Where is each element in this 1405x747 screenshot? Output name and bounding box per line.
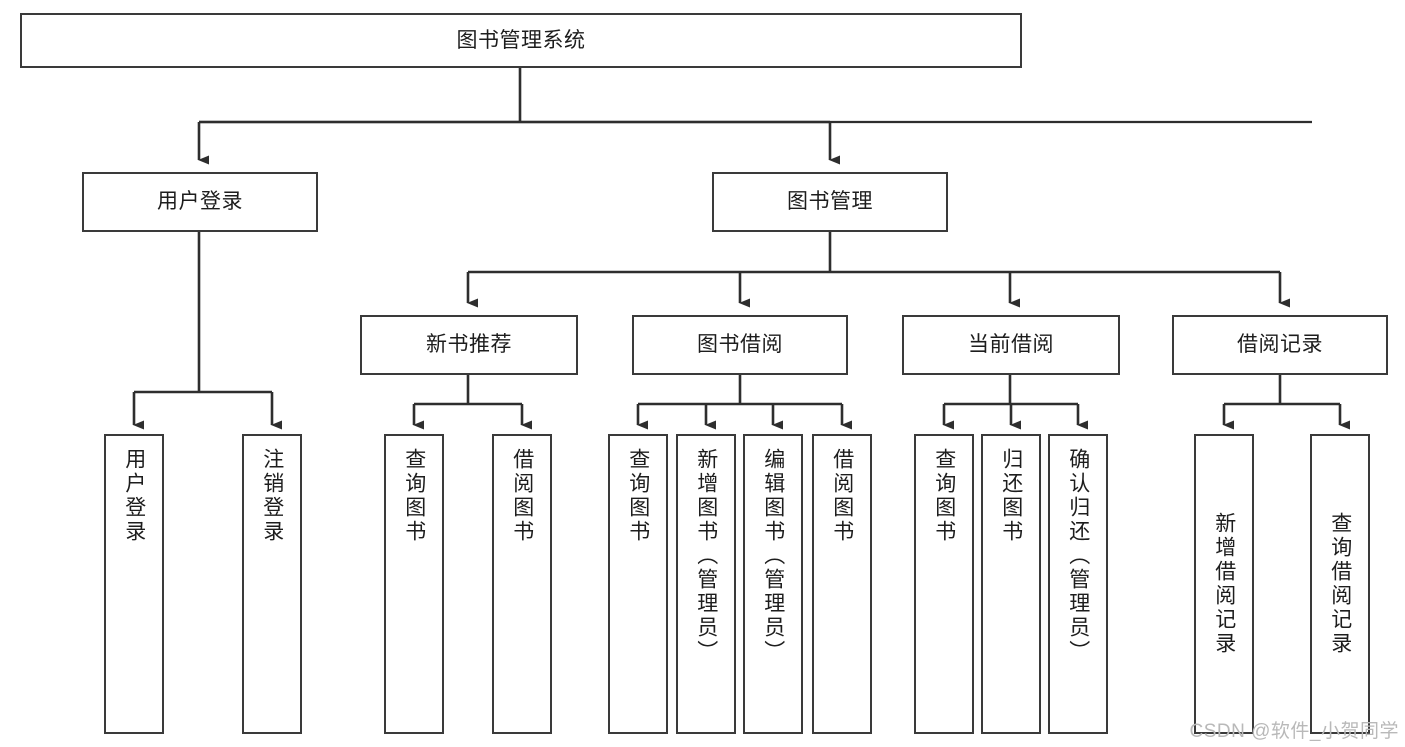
node-borrow-record[interactable]: 借阅记录 <box>1172 315 1388 375</box>
node-user-login[interactable]: 用户登录 <box>82 172 318 232</box>
leaf-borrow-query-book[interactable]: 查询图书 <box>608 434 668 734</box>
leaf-borrow-edit-book[interactable]: 编辑图书（管理员） <box>743 434 803 734</box>
leaf-user-login-do[interactable]: 用户登录 <box>104 434 164 734</box>
node-label: 注销登录 <box>260 448 284 544</box>
node-label: 借阅记录 <box>1237 333 1323 357</box>
node-label: 用户登录 <box>157 190 243 214</box>
node-label: 查询图书 <box>626 448 650 544</box>
leaf-borrow-borrow-book[interactable]: 借阅图书 <box>812 434 872 734</box>
leaf-recommend-borrow-book[interactable]: 借阅图书 <box>492 434 552 734</box>
node-label: 图书借阅 <box>697 333 783 357</box>
node-book-management[interactable]: 图书管理 <box>712 172 948 232</box>
node-label: 借阅图书 <box>830 448 854 544</box>
watermark-text: CSDN @软件_小贺同学 <box>1189 721 1399 742</box>
leaf-record-add[interactable]: 新增借阅记录 <box>1194 434 1254 734</box>
leaf-user-logout[interactable]: 注销登录 <box>242 434 302 734</box>
node-label: 当前借阅 <box>968 333 1054 357</box>
node-label: 确认归还（管理员） <box>1066 448 1090 664</box>
node-label: 查询借阅记录 <box>1328 512 1352 656</box>
node-label: 归还图书 <box>999 448 1023 544</box>
leaf-record-query[interactable]: 查询借阅记录 <box>1310 434 1370 734</box>
node-label: 图书管理 <box>787 190 873 214</box>
node-current-borrow[interactable]: 当前借阅 <box>902 315 1120 375</box>
node-label: 新书推荐 <box>426 333 512 357</box>
node-label: 新增图书（管理员） <box>694 448 718 664</box>
leaf-borrow-add-book[interactable]: 新增图书（管理员） <box>676 434 736 734</box>
node-label: 新增借阅记录 <box>1212 512 1236 656</box>
node-label: 用户登录 <box>122 448 146 544</box>
node-label: 编辑图书（管理员） <box>761 448 785 664</box>
leaf-current-return-book[interactable]: 归还图书 <box>981 434 1041 734</box>
node-new-book-recommend[interactable]: 新书推荐 <box>360 315 578 375</box>
node-label: 查询图书 <box>402 448 426 544</box>
leaf-current-query-book[interactable]: 查询图书 <box>914 434 974 734</box>
leaf-recommend-query-book[interactable]: 查询图书 <box>384 434 444 734</box>
node-root-system[interactable]: 图书管理系统 <box>20 13 1022 68</box>
node-label: 查询图书 <box>932 448 956 544</box>
leaf-current-confirm-return[interactable]: 确认归还（管理员） <box>1048 434 1108 734</box>
node-label: 图书管理系统 <box>456 28 586 52</box>
node-book-borrow[interactable]: 图书借阅 <box>632 315 848 375</box>
node-label: 借阅图书 <box>510 448 534 544</box>
